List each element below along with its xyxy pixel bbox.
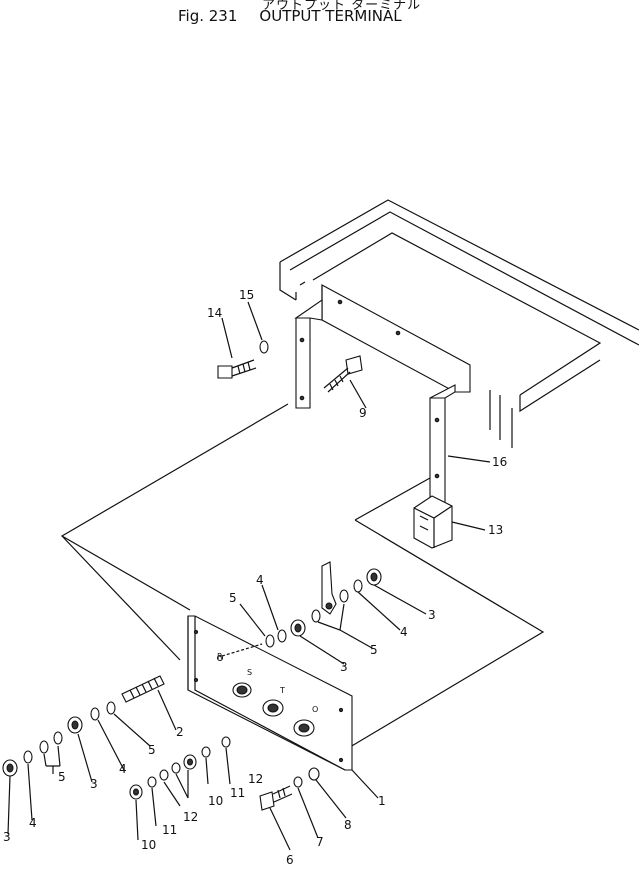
lug-terminal — [321, 561, 337, 615]
panel-outline — [60, 403, 545, 751]
washer-5-left-c — [39, 740, 49, 754]
callout-11a: 11 — [230, 786, 245, 800]
washer-4-mid — [277, 629, 287, 643]
nut-3-right-mid — [290, 619, 306, 637]
callout-11b: 11 — [162, 823, 177, 837]
mark-o: O — [312, 705, 318, 714]
washer-12-left-b — [159, 769, 169, 781]
callout-3c: 3 — [90, 777, 98, 791]
callout-10b: 10 — [141, 838, 156, 852]
nut-10-left — [129, 784, 143, 800]
figure-number: Fig. 231 — [178, 7, 238, 25]
callout-15: 15 — [239, 288, 254, 302]
mark-s: S — [247, 668, 252, 677]
terminal-stud-t — [262, 699, 284, 717]
washer-15 — [259, 340, 269, 354]
callout-1: 1 — [378, 794, 386, 808]
callout-7: 7 — [316, 835, 324, 849]
stud-bolt-2 — [121, 675, 165, 703]
bolt-9 — [323, 355, 363, 393]
terminal-marks: R S T O — [217, 652, 318, 714]
washer-5-mid — [265, 634, 275, 648]
washer-12-right — [221, 736, 231, 748]
mark-t: T — [279, 686, 285, 695]
callout-8: 8 — [344, 818, 352, 832]
callout-labels: 14 15 9 16 13 4 5 3 4 5 3 2 5 4 3 5 4 3 … — [3, 288, 507, 867]
nut-3-far-left — [2, 759, 18, 777]
figure-title: Fig. 231 OUTPUT TERMINAL — [178, 7, 402, 25]
nut-3-right-upper — [366, 568, 382, 586]
callout-5b: 5 — [370, 643, 378, 657]
callout-6: 6 — [286, 853, 294, 867]
clamp-block — [413, 495, 453, 549]
terminal-stud-o — [293, 719, 315, 737]
leader-lines — [7, 301, 491, 851]
callout-4d: 4 — [29, 816, 37, 830]
figure-name: OUTPUT TERMINAL — [259, 7, 402, 25]
callout-14: 14 — [207, 306, 222, 320]
callout-16: 16 — [492, 455, 507, 469]
mounting-bracket — [294, 284, 471, 511]
callout-5d: 5 — [58, 770, 66, 784]
washer-5-right-mid — [311, 609, 321, 623]
washer-5-right-upper — [339, 589, 349, 603]
bolt-6 — [259, 785, 293, 811]
bolt-14 — [217, 359, 257, 379]
washer-8 — [308, 767, 320, 781]
japanese-title: アウトプット ターミナル — [262, 0, 422, 13]
washer-11-left — [147, 776, 157, 788]
callout-2: 2 — [176, 725, 184, 739]
callout-4c: 4 — [119, 762, 127, 776]
generator-base-frame — [279, 199, 639, 448]
callout-12b: 12 — [183, 810, 198, 824]
washer-7 — [293, 776, 303, 788]
washer-4-left — [90, 707, 100, 721]
callout-4a: 4 — [256, 573, 264, 587]
nut-10-right — [183, 754, 197, 770]
washer-12-left — [171, 762, 181, 774]
nut-3-left — [67, 716, 83, 734]
callout-13: 13 — [488, 523, 503, 537]
callout-9: 9 — [359, 406, 367, 420]
washer-5-left — [106, 701, 116, 715]
washer-11-right — [201, 746, 211, 758]
callout-12a: 12 — [248, 772, 263, 786]
mark-r: R — [217, 652, 223, 661]
washer-4-right-upper — [353, 579, 363, 593]
callout-3b: 3 — [340, 660, 348, 674]
callout-3a: 3 — [428, 608, 436, 622]
callout-4b: 4 — [400, 625, 408, 639]
washer-5-left-b — [53, 731, 63, 745]
callout-5a: 5 — [229, 591, 237, 605]
terminal-stud-s — [232, 682, 252, 698]
washer-4-far-left — [23, 750, 33, 764]
callout-3d: 3 — [3, 830, 11, 844]
callout-5c: 5 — [148, 743, 156, 757]
callout-10a: 10 — [208, 794, 223, 808]
